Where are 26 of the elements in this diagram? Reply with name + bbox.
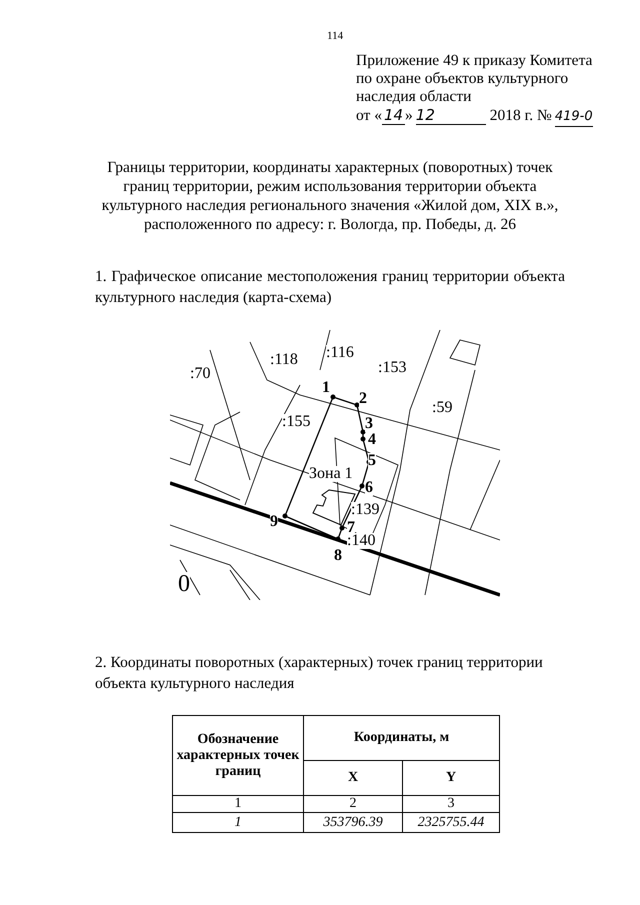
point-number: 6 <box>365 480 373 496</box>
table-cell: 2325755.44 <box>402 812 500 832</box>
table-header-cell: Обозначение характерных точек границ <box>172 716 304 796</box>
handwritten-text: 12 <box>416 106 486 125</box>
section-heading: 2. Координаты поворотных (характерных) точек границ территории объекта культурного наследия <box>95 653 544 694</box>
handwritten-text: 14 <box>382 106 406 125</box>
parcel-number: :140 <box>347 533 376 549</box>
table-cell: 2 <box>304 796 402 812</box>
table-header-cell: X <box>304 760 402 796</box>
table-cell: 3 <box>402 796 500 812</box>
page-number: 114 <box>327 30 344 42</box>
zone-label: Зона 1 <box>309 466 353 482</box>
table-cell: 1 <box>172 812 304 832</box>
date-text: от « <box>356 107 382 124</box>
point-number: 2 <box>359 391 367 407</box>
table-cell: 353796.39 <box>304 812 402 832</box>
date-text: 2018 г. № <box>490 107 552 124</box>
table-header-cell: Координаты, м <box>304 716 500 760</box>
table-header-cell: Y <box>402 760 500 796</box>
table-cell: 1 <box>172 796 304 812</box>
section-heading: 1. Графическое описание местоположения границ территории объекта культурного наследия (карта-схема) <box>95 267 565 308</box>
handwritten-text: 419-0 <box>554 108 593 127</box>
point-number: 3 <box>365 416 373 432</box>
document-title: Границы территории, координаты характерных (поворотных) точек границ территории, режим использования территории объекта культурного наследия регионального значения «Жилой дом, XIX в.», расположенного по адресу: г. Вологда, пр. Победы, д. 26 <box>100 158 560 234</box>
date-text: » <box>405 107 413 124</box>
point-number: 5 <box>368 453 376 469</box>
